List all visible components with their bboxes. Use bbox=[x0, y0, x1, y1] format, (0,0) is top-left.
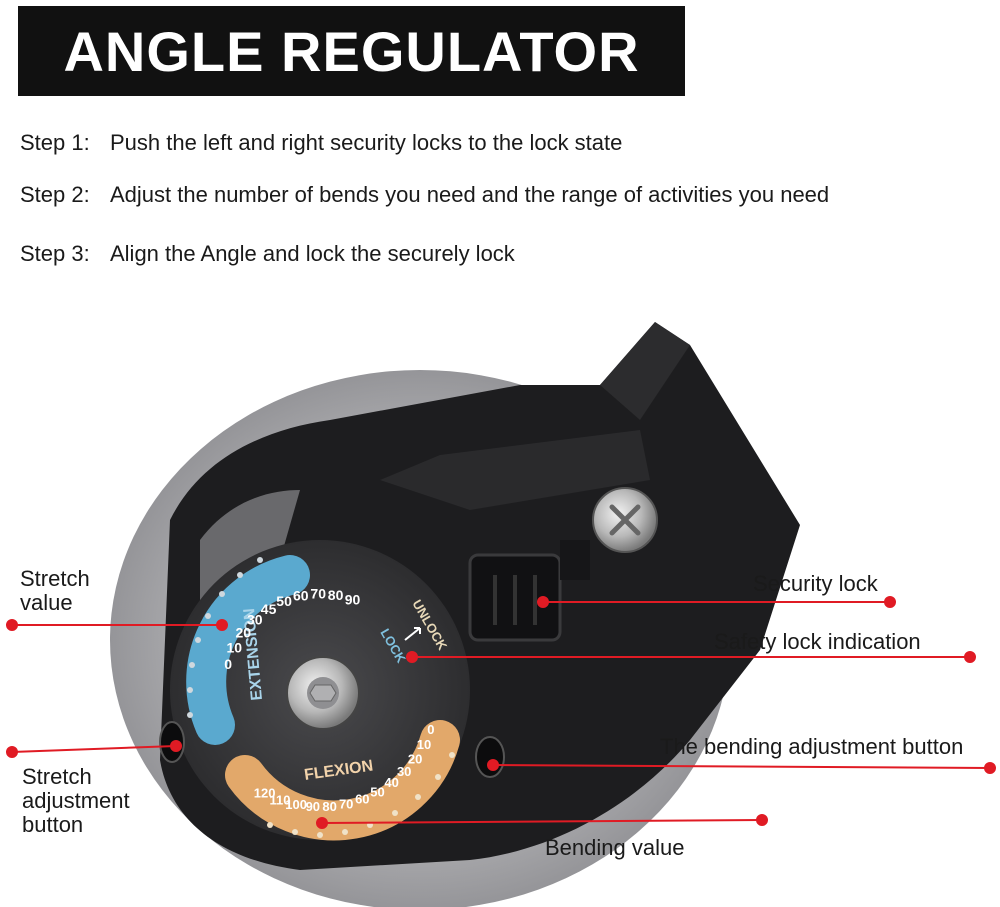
step-number: Step 3: bbox=[20, 241, 90, 266]
flexion-tick-label: 0 bbox=[427, 722, 434, 737]
flexion-tick-label: 110 bbox=[270, 792, 291, 807]
callout-safety-lock-indication: Safety lock indication bbox=[714, 629, 921, 654]
extension-tick-label: 30 bbox=[247, 612, 263, 628]
step-text: Push the left and right security locks t… bbox=[110, 130, 623, 155]
callout-stretch-value: Stretch value bbox=[20, 566, 90, 615]
title-banner: ANGLE REGULATOR bbox=[18, 6, 685, 96]
extension-tick-label: 0 bbox=[224, 656, 232, 672]
extension-scale bbox=[186, 555, 310, 745]
flexion-tick-label: 120 bbox=[254, 786, 276, 801]
flexion-tick-label: 70 bbox=[339, 797, 353, 812]
flexion-tick-label: 80 bbox=[322, 799, 336, 814]
page-title: ANGLE REGULATOR bbox=[63, 19, 640, 83]
step-number: Step 1: bbox=[20, 130, 90, 155]
extension-tick-label: 45 bbox=[261, 601, 277, 617]
flexion-tick-label: 50 bbox=[370, 784, 384, 799]
flexion-tick-label: 40 bbox=[384, 775, 398, 790]
callout-security-lock: Security lock bbox=[753, 571, 878, 596]
step-text: Align the Angle and lock the securely lo… bbox=[110, 241, 515, 266]
extension-tick-label: 50 bbox=[276, 593, 292, 609]
flexion-tick-label: 60 bbox=[355, 792, 369, 807]
step-number: Step 2: bbox=[20, 182, 90, 207]
flexion-tick-label: 20 bbox=[408, 751, 422, 766]
callout-bending-value: Bending value bbox=[545, 835, 685, 860]
extension-tick-label: 10 bbox=[227, 640, 243, 656]
extension-tick-label: 20 bbox=[236, 625, 252, 641]
flexion-tick-label: 100 bbox=[285, 797, 307, 812]
flexion-tick-label: 90 bbox=[306, 799, 320, 814]
step-text: Adjust the number of bends you need and … bbox=[110, 182, 830, 207]
flexion-scale bbox=[225, 720, 460, 841]
flexion-tick-label: 30 bbox=[397, 764, 411, 779]
extension-tick-label: 90 bbox=[345, 591, 361, 607]
lock-direction-arrow-icon bbox=[404, 627, 421, 641]
bending-adjustment-button bbox=[475, 736, 505, 778]
step-2: Step 2: Adjust the number of bends you ne… bbox=[20, 182, 829, 208]
extension-tick-label: 80 bbox=[328, 587, 344, 603]
flexion-tick-label: 10 bbox=[417, 737, 431, 752]
step-3: Step 3: Align the Angle and lock the secu… bbox=[20, 241, 515, 267]
callout-stretch-adjustment-button: Stretch adjustment button bbox=[22, 764, 130, 837]
extension-tick-label: 60 bbox=[293, 588, 309, 604]
step-1: Step 1: Push the left and right security … bbox=[20, 130, 622, 156]
callout-bending-adjustment-button: The bending adjustment button bbox=[660, 734, 964, 759]
extension-tick-label: 70 bbox=[310, 586, 326, 602]
